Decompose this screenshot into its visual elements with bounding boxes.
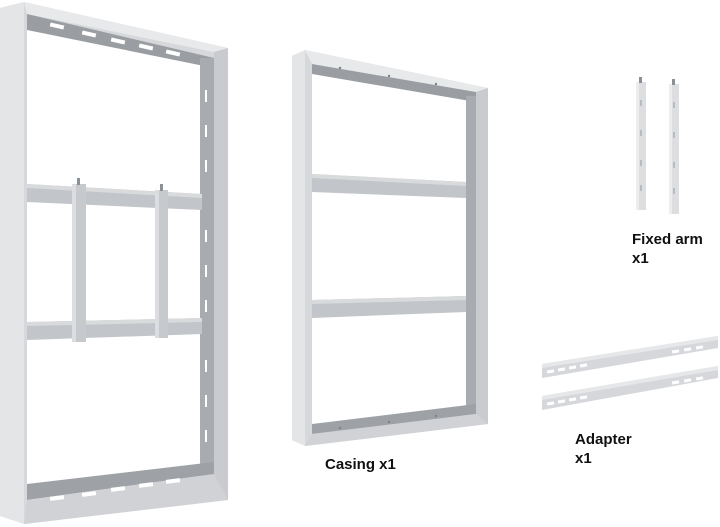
assembled-frame [0, 2, 228, 524]
adapter-name: Adapter [575, 431, 632, 448]
adapter-qty: x1 [575, 450, 592, 467]
fixed-arm-label: Fixed arm x1 [632, 230, 703, 268]
casing-label-text: Casing x1 [325, 456, 396, 473]
casing-label: Casing x1 [325, 455, 396, 474]
fixed-arm-qty: x1 [632, 250, 649, 267]
adapter-label: Adapter x1 [575, 430, 632, 468]
fixed-arm-name: Fixed arm [632, 231, 703, 248]
casing [292, 50, 488, 446]
fixed-arm [636, 77, 679, 214]
adapter [542, 336, 718, 410]
